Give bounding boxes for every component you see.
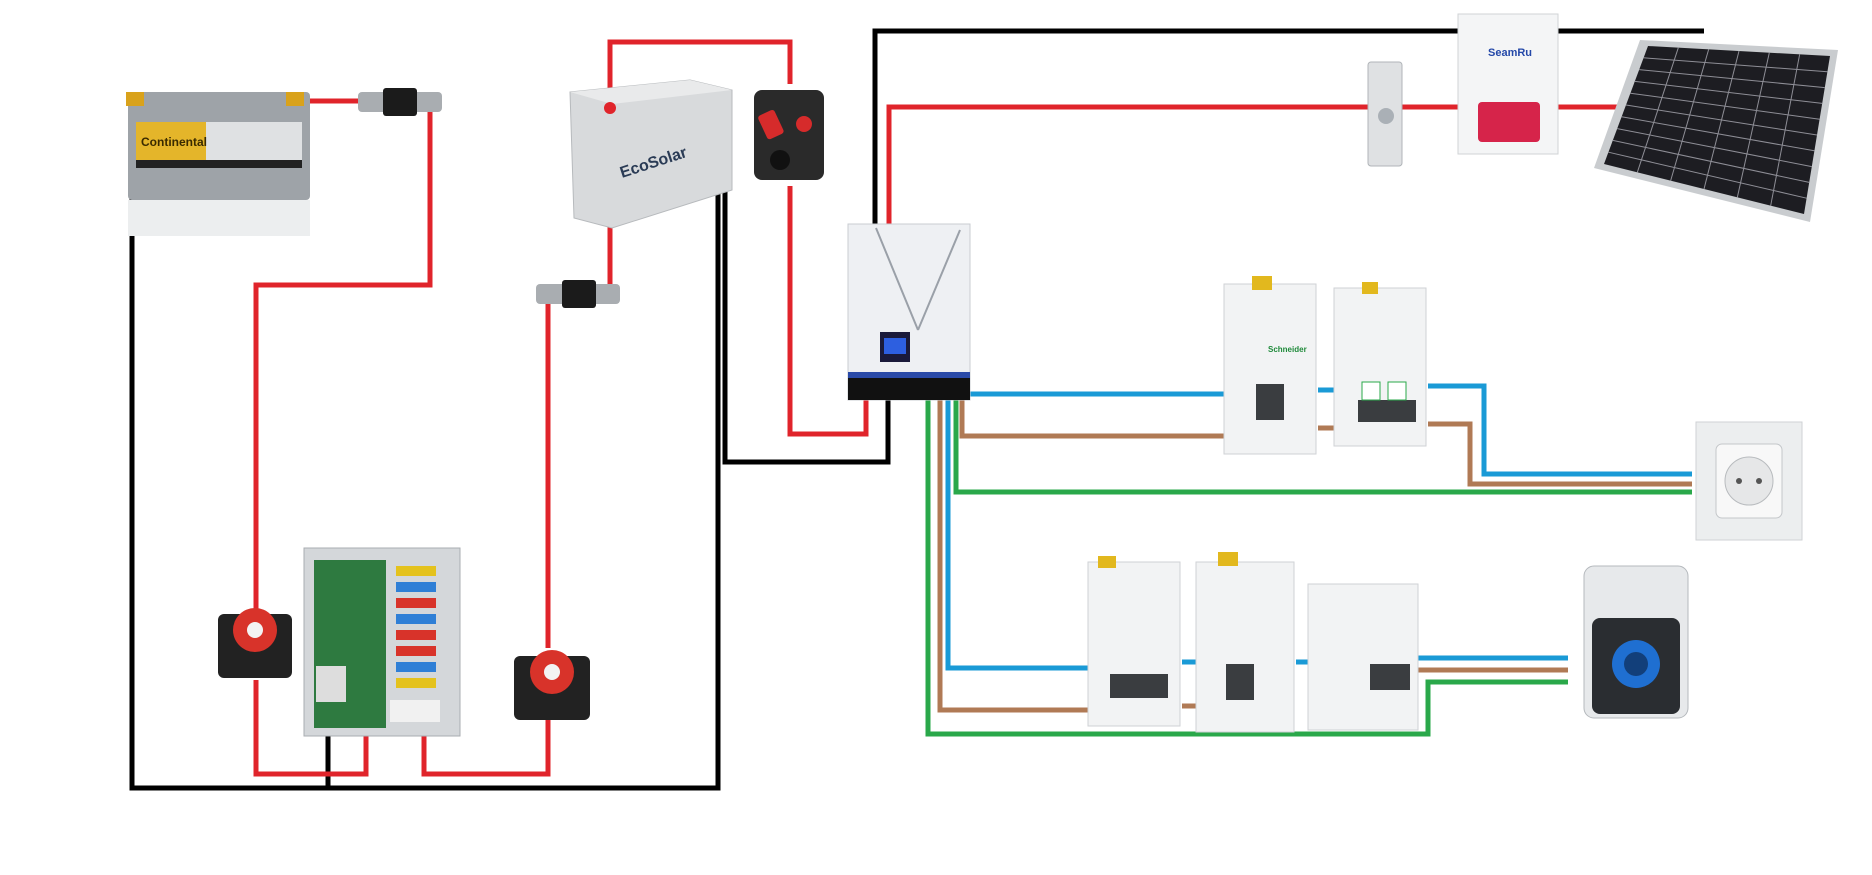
mcb-circuit1: [1333, 282, 1427, 447]
blade-fuse: [396, 598, 436, 608]
mcb-circuit2: [1087, 556, 1181, 727]
solar-fuse-holder: [1367, 61, 1403, 167]
battery-switch-1: [218, 608, 292, 678]
wire-positive-switch1-fusebox: [253, 680, 369, 777]
wire-positive-breaker-inverter: [787, 186, 869, 437]
wire-negative-starter: [129, 90, 721, 791]
rcbo-circuit2: [1307, 583, 1419, 731]
battery-switch-2: [514, 650, 590, 720]
seamru-logo: SeamRu: [1488, 47, 1532, 59]
continental-logo: Continental: [141, 135, 207, 149]
circuit-breaker: [754, 90, 824, 180]
wire-neutral-circuit1-out: [1428, 383, 1692, 477]
panel-cell-line: [1608, 151, 1807, 199]
panel-cell-line: [1625, 104, 1818, 136]
panel-cell-line: [1630, 92, 1820, 120]
panel-cell-line: [1639, 69, 1825, 89]
cee-socket: [1583, 565, 1689, 719]
solar-panel: [1594, 40, 1838, 222]
leisure-battery: EcoSolar: [569, 79, 733, 229]
wire-positive-fusebox-switch2: [421, 708, 551, 777]
panel-cell-line: [1643, 57, 1828, 73]
panel-cell-line: [1634, 80, 1823, 104]
wire-negative-inverter: [722, 90, 891, 465]
panel-cell-line: [1617, 128, 1812, 168]
panel-cell-line: [1612, 139, 1810, 183]
wire-negative-solar: [872, 28, 1704, 224]
blade-fuse: [396, 662, 436, 672]
wire-live-circuit1-in: [959, 400, 1224, 439]
dc-isolator-breaker: SeamRu: [1457, 13, 1559, 155]
blade-fuse: [396, 630, 436, 640]
wire-live-circuit2-in: [937, 400, 1088, 713]
rcd-circuit2: [1195, 552, 1295, 733]
blade-fuse: [396, 646, 436, 656]
starter-battery: Continental: [126, 92, 310, 236]
wire-neutral-circuit2-in: [945, 400, 1088, 671]
schneider-logo: Schneider: [1268, 345, 1307, 354]
leisure-fuse: [536, 280, 620, 308]
starter-fuse: [358, 88, 442, 116]
rcd-circuit1: Schneider: [1223, 276, 1317, 455]
panel-cell-line: [1621, 116, 1815, 152]
fuse-box: [303, 547, 461, 737]
wire-earth-circuit1: [953, 400, 1692, 495]
blade-fuse: [396, 678, 436, 688]
blade-fuse: [396, 614, 436, 624]
inverter: [847, 223, 971, 401]
wire-positive-to-switch1: [253, 101, 433, 624]
blade-fuse: [396, 566, 436, 576]
wire-earth-circuit2: [925, 400, 1568, 737]
blade-fuse: [396, 582, 436, 592]
wire-live-circuit1-out: [1428, 421, 1692, 487]
schuko-socket: [1695, 421, 1803, 541]
